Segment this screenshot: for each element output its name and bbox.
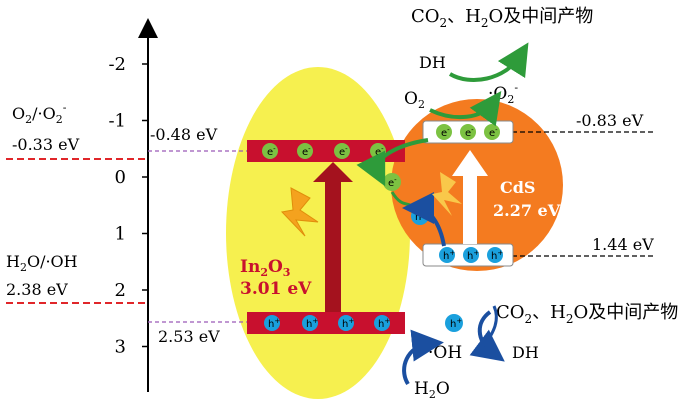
in2o3-cb-value: -0.48 eV [150,125,218,144]
axis-tick-label: -2 [108,54,126,75]
transfer-electron: e- [383,173,401,191]
in2o3-hole: h+ [338,315,354,331]
cds-electron: e- [436,124,452,140]
cds-vb-value: 1.44 eV [592,235,654,254]
bottom-product-arrow [482,305,498,347]
svg-text:e-: e- [267,145,276,158]
top-radical: ·O2- [488,81,518,106]
bottom-products: CO2、H2O及中间产物 [496,302,678,326]
axis-tick-label: -1 [108,111,126,132]
svg-text:h+: h+ [491,249,503,262]
h2o-ref-value: 2.38 eV [6,280,68,299]
cds-hole: h+ [439,247,455,263]
in2o3-excitation-head [313,162,353,182]
in2o3-hole: h+ [264,315,280,331]
axis-tick-label: 2 [115,280,126,301]
cds-hole: h+ [487,247,503,263]
cds-electron: e- [484,124,500,140]
h2o-ref-label: H2O/·OH [6,252,78,274]
svg-text:h+: h+ [342,317,354,330]
cds-gap: 2.27 eV [493,201,561,220]
svg-text:e-: e- [302,145,311,158]
svg-text:h+: h+ [443,249,455,262]
axis-tick-label: 3 [115,337,126,358]
cds-excitation-head [452,150,488,176]
svg-text:h+: h+ [450,317,462,330]
top-products: CO2、H2O及中间产物 [411,6,593,30]
cds-name: CdS [500,178,535,197]
o2-ref-label: O2/·O2- [12,101,67,126]
in2o3-hole: h+ [302,315,318,331]
svg-text:h+: h+ [268,317,280,330]
svg-text:h+: h+ [467,249,479,262]
top-o2: O2 [404,89,425,111]
axis-ticks: -2 -1 0 1 2 3 [108,54,148,358]
bottom-water-oxidation-arrow [402,329,444,386]
top-dh: DH [419,53,446,72]
svg-text:e-: e- [465,126,474,139]
in2o3-valence-band [247,312,405,334]
in2o3-electron: e- [334,143,350,159]
cds-cb-value: -0.83 eV [576,111,644,130]
bottom-h2o: H2O [414,379,450,401]
cds-hole: h+ [463,247,479,263]
svg-text:e-: e- [489,126,498,139]
svg-text:e-: e- [388,176,397,189]
top-reduction-arrow [429,90,502,127]
svg-text:e-: e- [339,145,348,158]
in2o3-electron: e- [297,143,313,159]
axis-tick-label: 1 [115,224,126,245]
in2o3-electron: e- [262,143,278,159]
o2-ref-value: -0.33 eV [12,135,80,154]
svg-text:h+: h+ [306,317,318,330]
in2o3-vb-value: 2.53 eV [158,327,220,346]
light-bolt-in2o3 [280,187,319,237]
bottom-dh-arrow [469,310,505,362]
electron-transfer-arrow [356,138,429,187]
in2o3-ellipse [226,67,410,399]
bottom-dh: DH [512,343,539,362]
in2o3-hole: h+ [374,315,390,331]
light-bolt-cds [432,172,462,216]
in2o3-gap: 3.01 eV [240,279,312,299]
bottom-oh: ·OH [428,343,462,363]
cds-electron: e- [460,124,476,140]
axis-tick-label: 0 [115,167,126,188]
svg-text:e-: e- [441,126,450,139]
svg-text:h+: h+ [378,317,390,330]
top-oxidation-arrow [448,42,529,82]
bottom-hole: h+ [445,314,463,332]
hole-transfer-arrow [402,192,446,247]
in2o3-name: In2O3 [240,257,290,279]
